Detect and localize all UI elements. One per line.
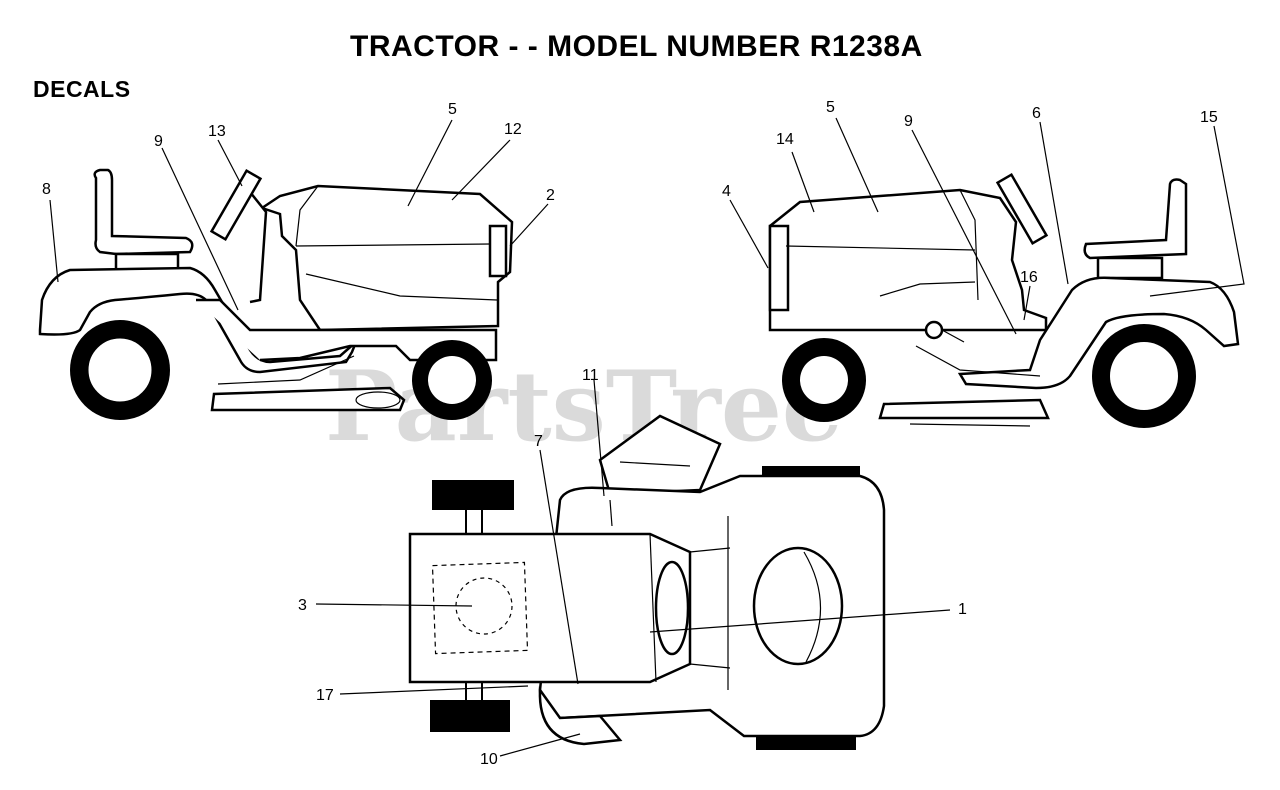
- callout-5: 5: [826, 99, 835, 116]
- callout-2: 2: [546, 187, 555, 204]
- page-title: TRACTOR - - MODEL NUMBER R1238A: [350, 30, 923, 63]
- callout-9: 9: [904, 113, 913, 130]
- callout-5: 5: [448, 101, 457, 118]
- callout-11: 11: [582, 367, 599, 384]
- callout-7: 7: [534, 433, 543, 450]
- callout-16: 16: [1020, 269, 1038, 286]
- callout-15: 15: [1200, 109, 1218, 126]
- callout-14: 14: [776, 131, 794, 148]
- callout-8: 8: [42, 181, 51, 198]
- right-side-view: 4 14 5 9 6 15 16: [722, 99, 1245, 428]
- callout-9: 9: [154, 133, 163, 150]
- watermark: PartsTree: [325, 350, 843, 463]
- callout-17: 17: [316, 687, 334, 704]
- left-side-view: 8 9 13 5 12 2: [38, 101, 555, 420]
- callout-12: 12: [504, 121, 522, 138]
- callout-13: 13: [208, 123, 226, 140]
- callout-4: 4: [722, 183, 731, 200]
- callout-1: 1: [958, 601, 967, 618]
- section-label: DECALS: [33, 76, 131, 102]
- callout-3: 3: [298, 597, 307, 614]
- callout-10: 10: [480, 751, 498, 768]
- callout-6: 6: [1032, 105, 1041, 122]
- top-view: 11 7 3 1 17 10: [298, 367, 967, 768]
